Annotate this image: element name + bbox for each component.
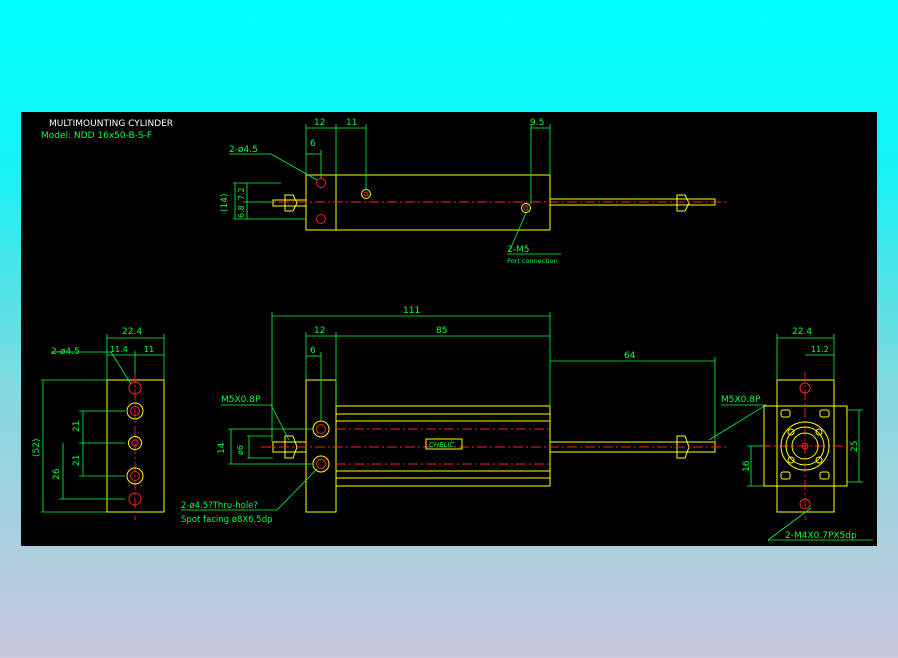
dim-text: (52)	[32, 439, 42, 457]
dim-text: 21	[72, 421, 82, 432]
dim-text: 11.4	[110, 345, 128, 354]
dim-text: 11	[346, 118, 357, 128]
side-view-thru-hole-label: 2-ø4.5?Thru-hole?	[181, 501, 258, 511]
left-view-hole-label: 2-ø4.5	[51, 347, 80, 357]
dim-text: 22.4	[792, 327, 812, 337]
model-label: Model: NDD 16x50-B-S-F	[41, 131, 152, 141]
dim-text: 6	[310, 346, 316, 356]
side-view-spot-facing-label: Spot facing ø8X6.5dp	[181, 515, 273, 525]
top-view-left-nut	[284, 194, 298, 212]
dim-text: 6.8	[237, 205, 246, 218]
top-view-hole	[316, 178, 326, 188]
brand-plate	[425, 438, 463, 450]
brand-logo: CHELIC	[429, 441, 455, 449]
dim-text: 9.5	[530, 118, 544, 128]
dim-text: 12	[314, 326, 325, 336]
dim-text: 14	[217, 442, 227, 454]
side-view-thread-right: M5X0.8P	[721, 395, 761, 405]
dim-text: 85	[436, 326, 447, 336]
right-view-hole	[799, 498, 811, 510]
side-view: CHELIC 111 12 85 6 64 M5X0.8P M5X0.8P 14…	[181, 306, 768, 525]
left-view-plate	[106, 379, 165, 513]
dim-text: 11	[144, 345, 154, 354]
top-view-port	[361, 189, 371, 199]
top-view: 12 11 9.5 6 2-ø4.5 2-M5 Port connection …	[220, 118, 726, 265]
top-view-port-label: 2-M5	[507, 245, 529, 255]
top-view-flange	[305, 174, 337, 231]
dim-text: ø6	[236, 445, 245, 455]
dim-text: (14)	[220, 194, 230, 212]
dim-text: 26	[52, 468, 62, 480]
dim-text: 12	[314, 118, 325, 128]
dim-text: 64	[624, 351, 636, 361]
side-view-right-nut	[676, 435, 690, 459]
cad-drawing-canvas: MULTIMOUNTING CYLINDER Model: NDD 16x50-…	[21, 112, 877, 546]
top-view-body	[335, 174, 551, 231]
left-view-hole	[128, 381, 142, 395]
right-view-hole	[799, 382, 811, 394]
right-view-bore	[780, 421, 830, 471]
left-view-hole	[128, 492, 142, 506]
left-end-view: 22.4 11.4 11 2-ø4.5 (52) 21 21 26	[32, 327, 165, 520]
dim-text: 7.2	[237, 187, 246, 200]
dim-text: 25	[850, 441, 860, 452]
side-view-left-nut	[284, 435, 298, 459]
top-view-port	[521, 203, 531, 213]
drawing-title: MULTIMOUNTING CYLINDER	[49, 119, 173, 129]
right-end-view: 22.4 11.2 25 16 2-M4X0.7PX5dp	[742, 327, 873, 541]
side-view-hole	[312, 455, 330, 473]
dim-text: 6	[310, 139, 316, 149]
dim-text: 22.4	[122, 327, 142, 337]
side-view-hole	[312, 420, 330, 438]
dim-text: 16	[742, 460, 752, 472]
top-view-hole-label: 2-ø4.5	[229, 145, 258, 155]
dim-text: 11.2	[811, 345, 829, 354]
top-view-hole	[316, 214, 326, 224]
dim-text: 21	[72, 455, 82, 466]
dim-text: 111	[403, 306, 420, 316]
right-view-thread-label: 2-M4X0.7PX5dp	[785, 531, 857, 541]
side-view-thread-left: M5X0.8P	[221, 395, 261, 405]
top-view-right-nut	[676, 194, 690, 212]
cad-drawing: MULTIMOUNTING CYLINDER Model: NDD 16x50-…	[32, 118, 873, 541]
top-view-port-note: Port connection	[507, 257, 558, 265]
